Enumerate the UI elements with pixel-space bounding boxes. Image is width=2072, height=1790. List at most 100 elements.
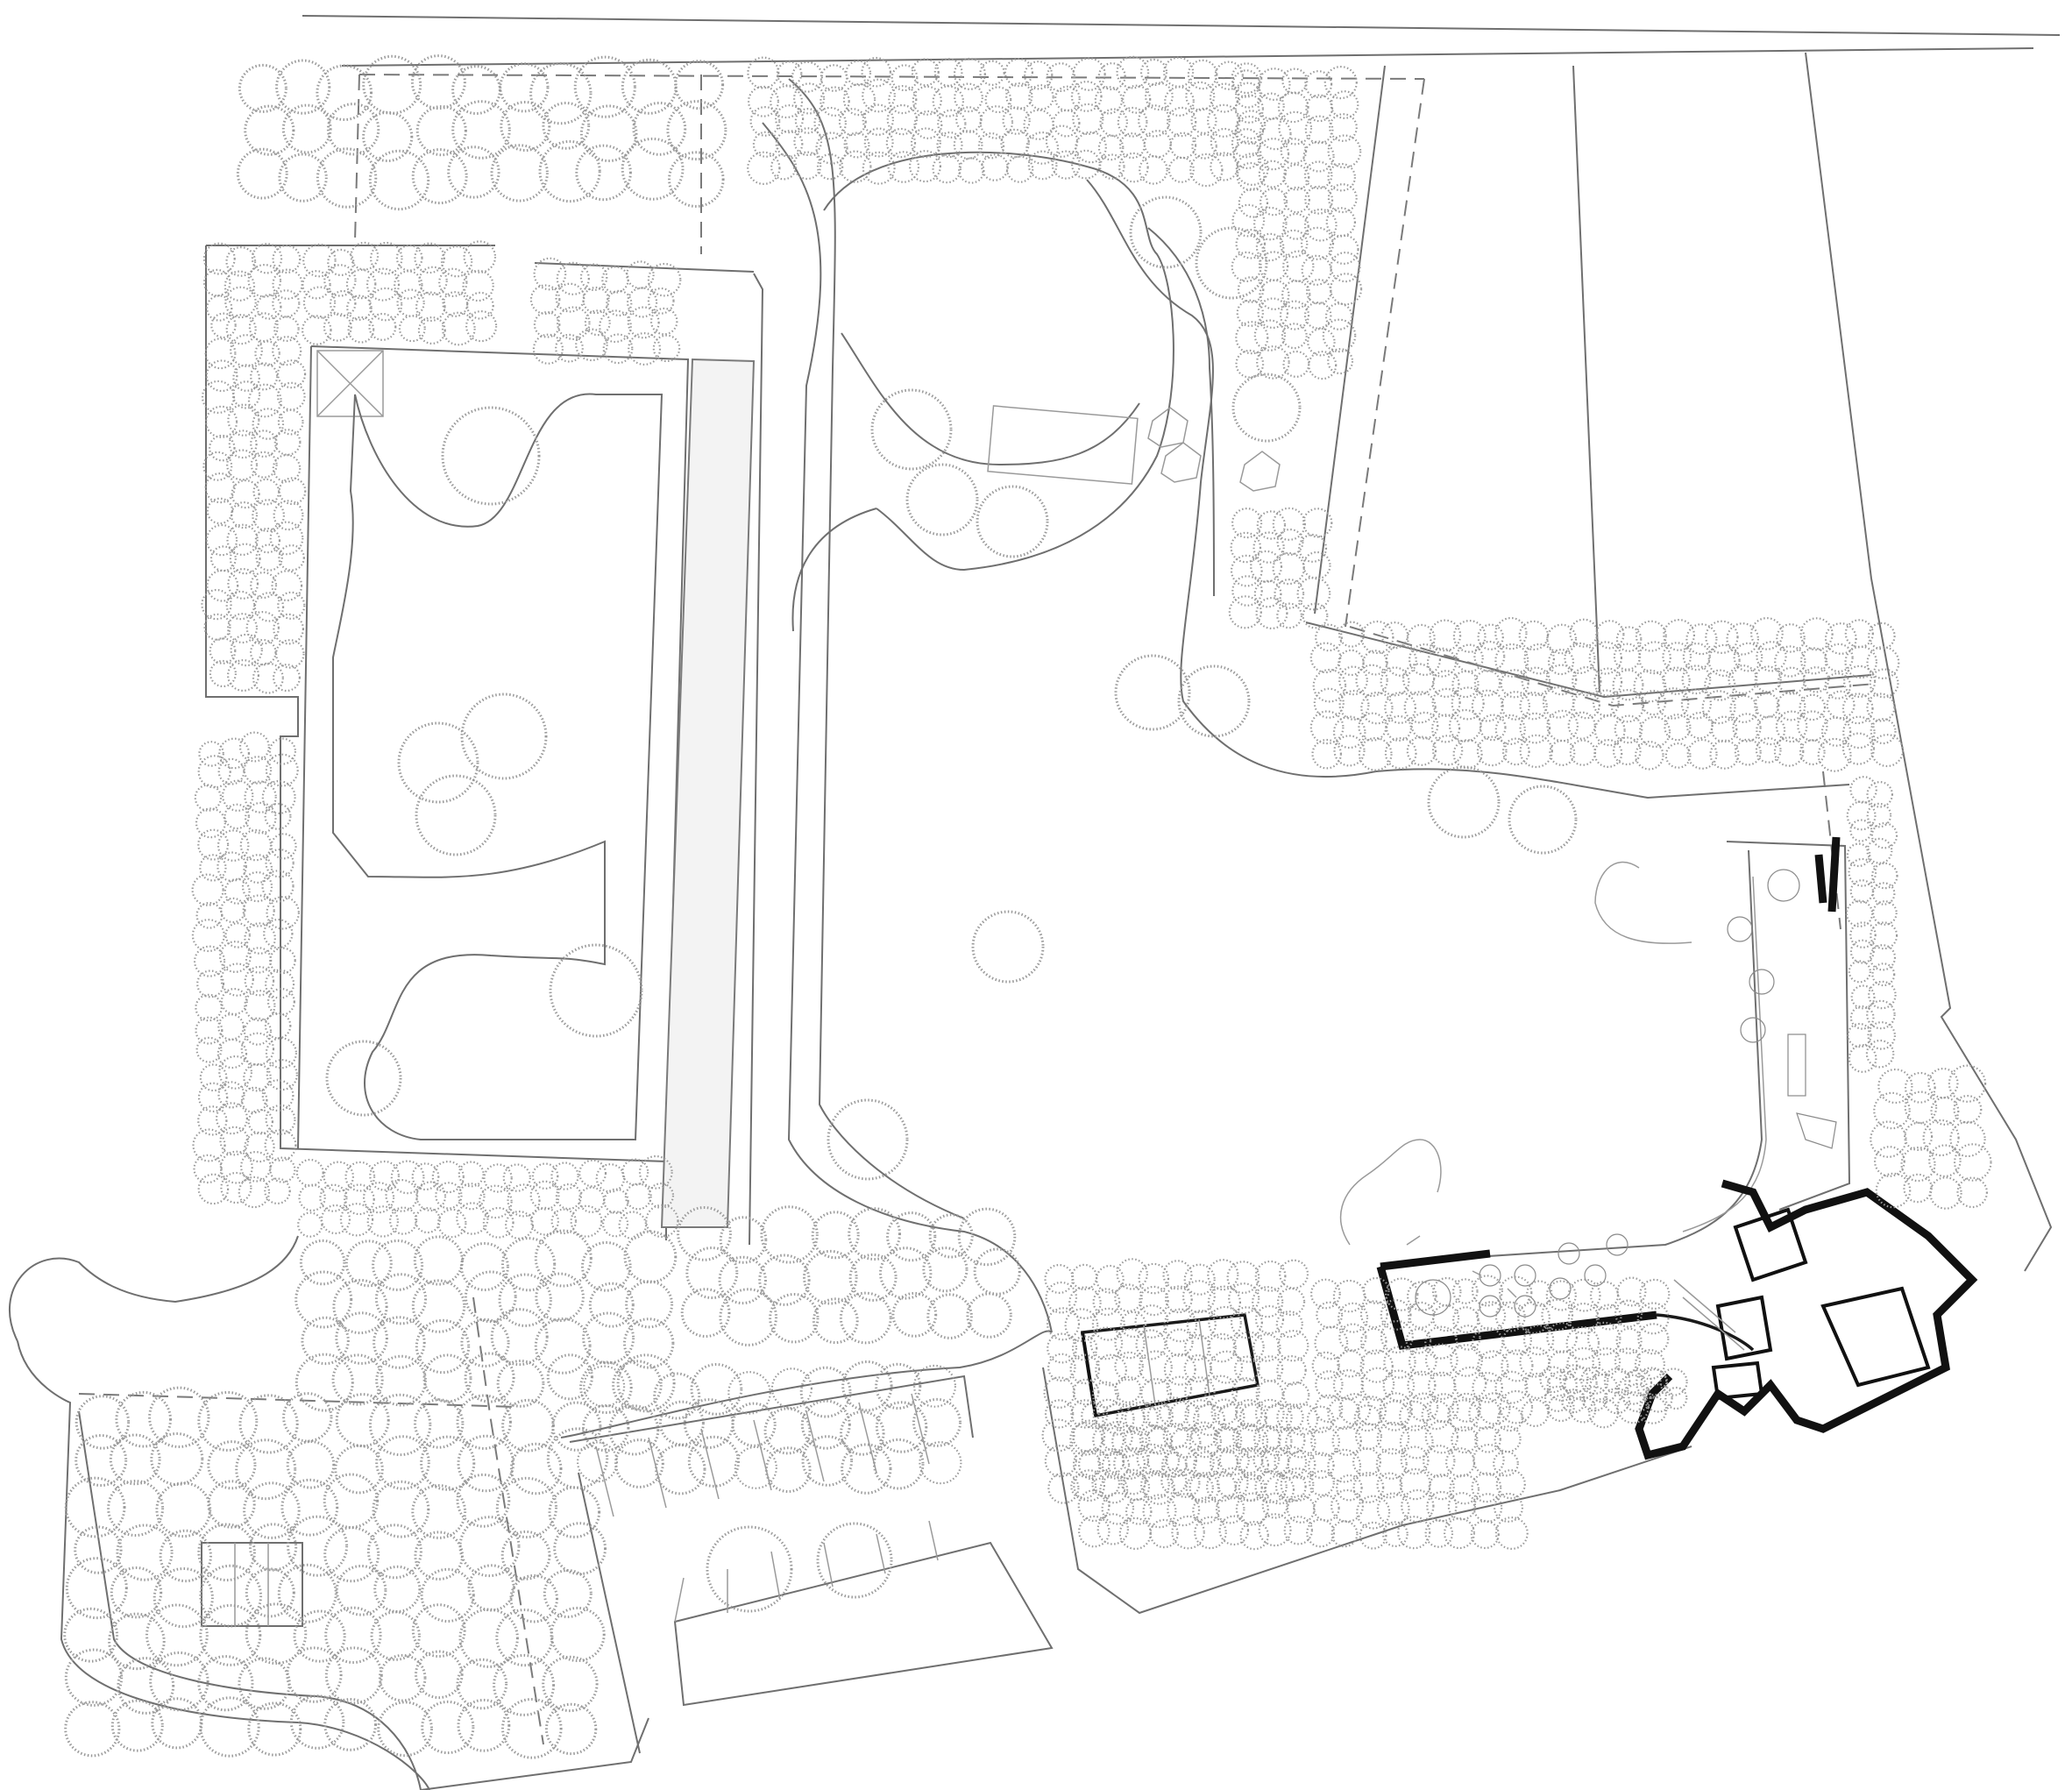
west-hedge-lower-tree	[198, 741, 224, 767]
property-dashed-lines	[78, 74, 1877, 1745]
south-hedge-right-tree	[1337, 1349, 1365, 1378]
south-hedge-long-tree	[1399, 1400, 1430, 1431]
south-hedge-right-tree	[1424, 1343, 1458, 1377]
east-hedge-band-tree	[1841, 732, 1876, 765]
east-edge-trees-tree	[1875, 1172, 1912, 1209]
southwest-woodland-tree	[286, 1440, 336, 1489]
north-hedge-band-tree	[1234, 82, 1261, 109]
east-diagonal-hedge-upper-tree	[1279, 229, 1309, 259]
southeast-hedge-tree	[1659, 1367, 1688, 1396]
east-hedge-band-tree	[1431, 670, 1460, 698]
north-hedge-band-tree	[891, 64, 919, 92]
east-hedge-band-tree	[1799, 617, 1834, 651]
north-hedge-band-tree	[774, 104, 805, 134]
west-hedge-lower-tree	[199, 1063, 228, 1092]
south-woodland-a-tree	[299, 1239, 346, 1286]
southwest-woodland-tree	[495, 1476, 558, 1539]
southwest-woodland-tree	[249, 1523, 298, 1572]
west-hedge-lower-tree	[244, 965, 275, 997]
south-woodland-b-tree	[769, 1293, 820, 1344]
south-woodland-b-tree	[891, 1291, 938, 1338]
north-hedge-band-tree	[792, 151, 822, 181]
west-hedge-lower-tree	[243, 854, 273, 884]
car-shelter-hedge-tree	[1276, 1403, 1304, 1431]
north-hedge-band-tree	[862, 103, 895, 136]
north-hedge-band-tree	[863, 127, 894, 158]
east-diagonal-hedge-upper-tree	[1303, 301, 1332, 330]
east-hedge-band-tree	[1567, 711, 1596, 740]
east-diagonal-hedge-lower-tree	[1231, 507, 1263, 539]
north-hedge-band-tree	[1189, 153, 1224, 188]
south-hedge-long-tree	[1146, 1444, 1181, 1477]
west-hedge-top-tree	[441, 311, 476, 346]
east-diagonal-hedge-upper-tree	[1327, 134, 1362, 169]
west-hedge-upper-tree	[203, 613, 231, 641]
southwest-woodland-tree	[145, 1603, 209, 1667]
car-shelter-hedge-tree	[1064, 1308, 1099, 1343]
north-woodland-left-tree	[447, 146, 500, 199]
north-hedge-band-tree	[1138, 104, 1171, 138]
garden-paved-walk	[660, 358, 756, 1228]
west-hedge-lower-tree	[265, 969, 295, 999]
east-diagonal-hedge-upper-tree	[1283, 186, 1310, 214]
specimen-tree	[976, 485, 1049, 558]
north-hedge-band-tree	[1025, 131, 1060, 165]
west-hedge-top-tree	[466, 291, 494, 320]
southwest-woodland-tree	[207, 1440, 257, 1490]
north-hedge-band-tree	[979, 105, 1014, 139]
car-shelter-hedge-tree	[1071, 1335, 1098, 1361]
north-hedge-band-tree	[1162, 56, 1195, 88]
west-hedge-upper-tree	[202, 451, 233, 481]
garden-south-hedge-tree	[344, 1183, 375, 1216]
north-hedge-block-tree	[652, 334, 681, 363]
west-hedge-lower-tree	[265, 849, 294, 878]
east-hedge-band-tree	[1542, 685, 1575, 719]
east-hedge-band-tree	[1519, 712, 1551, 744]
east-hedge-band-tree	[1610, 689, 1645, 723]
south-hedge-long-tree	[1145, 1426, 1174, 1455]
west-hedge-top-tree	[329, 289, 357, 317]
north-woodland-left-tree	[451, 100, 511, 160]
north-hedge-band-tree	[1028, 84, 1054, 110]
car-shelter-hedge-tree	[1189, 1421, 1217, 1449]
west-hedge-lower-tree	[220, 1171, 252, 1204]
south-hedge-right-tree	[1546, 1370, 1578, 1402]
south-woodland-a-tree	[464, 1270, 517, 1324]
parking-hedge-a-tree	[608, 1404, 660, 1456]
north-hedge-band-tree	[1209, 82, 1240, 113]
north-hedge-block-tree	[556, 261, 590, 295]
east-edge-trees-tree	[1954, 1143, 1992, 1182]
west-hedge-top-tree	[417, 316, 446, 345]
east-boundary-hedge-tree	[1866, 802, 1892, 828]
north-hedge-band-tree	[1144, 82, 1174, 111]
east-diagonal-hedge-upper-tree	[1281, 323, 1308, 350]
west-hedge-lower-tree	[197, 1105, 228, 1136]
east-hedge-band-tree	[1777, 666, 1806, 695]
east-hedge-band-tree	[1704, 669, 1736, 701]
west-hedge-top-tree	[398, 315, 426, 343]
west-hedge-upper-tree	[247, 383, 282, 418]
west-hedge-upper-tree	[232, 364, 260, 392]
east-diagonal-hedge-upper-tree	[1329, 234, 1359, 266]
south-hedge-right-tree	[1595, 1303, 1622, 1331]
north-hedge-band-tree	[888, 84, 918, 115]
east-edge-trees-tree	[1873, 1146, 1905, 1177]
south-hedge-long-tree	[1239, 1520, 1269, 1551]
car-shelter-hedge-tree	[1095, 1353, 1127, 1387]
garden-shed	[987, 405, 1139, 485]
east-diagonal-hedge-upper-tree	[1253, 206, 1288, 241]
south-hedge-long-tree	[1218, 1444, 1250, 1476]
south-hedge-long-tree	[1399, 1424, 1434, 1460]
south-hedge-long-tree	[1171, 1515, 1205, 1550]
west-hedge-lower-tree	[244, 922, 276, 955]
southwest-woodland-tree	[238, 1394, 299, 1454]
east-hedge-band-tree	[1355, 664, 1388, 698]
car-shelter-hedge-tree	[1254, 1260, 1287, 1292]
south-hedge-long-tree	[1122, 1446, 1150, 1474]
south-woodland-a-tree	[374, 1273, 428, 1325]
east-diagonal-hedge-lower-tree	[1230, 531, 1262, 564]
north-hedge-band-tree	[1139, 58, 1168, 87]
east-diagonal-hedge-lower-tree	[1276, 528, 1304, 556]
specimen-tree	[870, 388, 953, 471]
east-hedge-band-tree	[1452, 620, 1487, 653]
